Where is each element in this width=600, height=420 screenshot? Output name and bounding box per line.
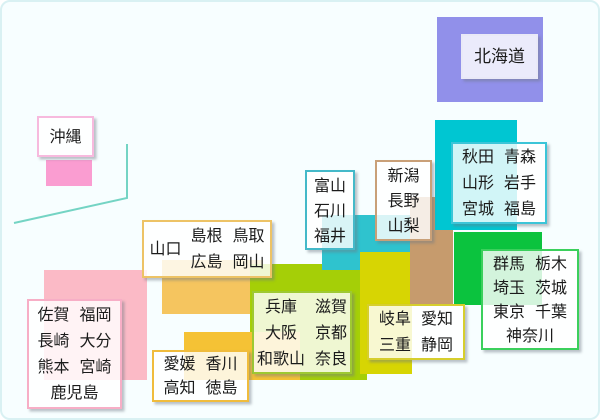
pref-oita: 大分 — [79, 331, 112, 350]
pref-ehime: 愛媛 — [163, 354, 196, 373]
pref-fukushima: 福島 — [504, 199, 537, 218]
pref-tochigi: 栃木 — [535, 253, 568, 273]
pref-shizuoka: 静岡 — [421, 335, 454, 354]
pref-kagawa: 香川 — [205, 354, 238, 373]
pref-fukui: 福井 — [313, 225, 346, 245]
pref-tottori: 鳥取 — [232, 226, 265, 245]
pref-yamagata: 山形 — [461, 173, 494, 192]
pref-kyoto: 京都 — [315, 322, 348, 342]
pref-akita: 秋田 — [461, 147, 494, 166]
pref-saga: 佐賀 — [37, 305, 70, 324]
pref-wakayama: 和歌山 — [256, 348, 305, 368]
kanto-label[interactable]: 群馬 栃木 埼玉 茨城 東京 千葉 神奈川 — [481, 249, 579, 350]
pref-hokkaido: 北海道 — [474, 46, 525, 67]
pref-chiba: 千葉 — [535, 301, 568, 321]
pref-hiroshima: 広島 — [190, 252, 223, 271]
pref-tokushima: 徳島 — [205, 378, 238, 397]
pref-okayama: 岡山 — [232, 252, 265, 271]
shikoku-label[interactable]: 愛媛 香川 高知 徳島 — [152, 350, 249, 402]
pref-niigata: 新潟 — [387, 166, 420, 185]
pref-kagoshima: 鹿児島 — [50, 383, 99, 402]
pref-ishikawa: 石川 — [313, 200, 346, 220]
pref-shimane: 島根 — [190, 226, 223, 245]
pref-miyazaki: 宮崎 — [79, 357, 112, 376]
pref-fukuoka: 福岡 — [79, 305, 112, 324]
pref-mie: 三重 — [378, 335, 411, 354]
pref-kumamoto: 熊本 — [37, 357, 70, 376]
koshinetsu-label[interactable]: 新潟 長野 山梨 — [375, 160, 432, 241]
pref-saitama: 埼玉 — [492, 277, 525, 297]
pref-shiga: 滋賀 — [315, 296, 348, 316]
pref-aichi: 愛知 — [421, 309, 454, 328]
pref-osaka: 大阪 — [264, 322, 297, 342]
pref-kanagawa: 神奈川 — [505, 325, 554, 345]
hokuriku-label[interactable]: 富山 石川 福井 — [305, 170, 355, 250]
pref-iwate: 岩手 — [504, 173, 537, 192]
kansai-label[interactable]: 兵庫 滋賀 大阪 京都 和歌山 奈良 — [252, 291, 352, 374]
okinawa-label[interactable]: 沖縄 — [37, 116, 94, 157]
tokai-label[interactable]: 岐阜 愛知 三重 静岡 — [367, 304, 465, 360]
pref-nara: 奈良 — [315, 348, 348, 368]
pref-okinawa: 沖縄 — [49, 126, 82, 146]
chugoku-label[interactable]: 山口 島根 鳥取 広島 岡山 — [142, 220, 272, 278]
tohoku-label[interactable]: 秋田 青森 山形 岩手 宮城 福島 — [451, 142, 547, 224]
pref-nagano: 長野 — [387, 191, 420, 210]
region-rect-okinawa — [46, 160, 92, 186]
pref-tokyo: 東京 — [492, 301, 525, 321]
pref-yamanashi: 山梨 — [387, 216, 420, 235]
pref-kochi: 高知 — [163, 378, 196, 397]
hokkaido-label[interactable]: 北海道 — [461, 34, 538, 79]
pref-miyagi: 宮城 — [461, 199, 494, 218]
pref-nagasaki: 長崎 — [37, 331, 70, 350]
pref-ibaraki: 茨城 — [535, 277, 568, 297]
pref-gifu: 岐阜 — [378, 309, 411, 328]
pref-toyama: 富山 — [313, 175, 346, 195]
pref-hyogo: 兵庫 — [264, 296, 297, 316]
pref-gunma: 群馬 — [492, 253, 525, 273]
pref-aomori: 青森 — [504, 147, 537, 166]
kyushu-label[interactable]: 佐賀 福岡 長崎 大分 熊本 宮崎 鹿児島 — [27, 299, 122, 409]
pref-yamaguchi: 山口 — [149, 239, 182, 258]
